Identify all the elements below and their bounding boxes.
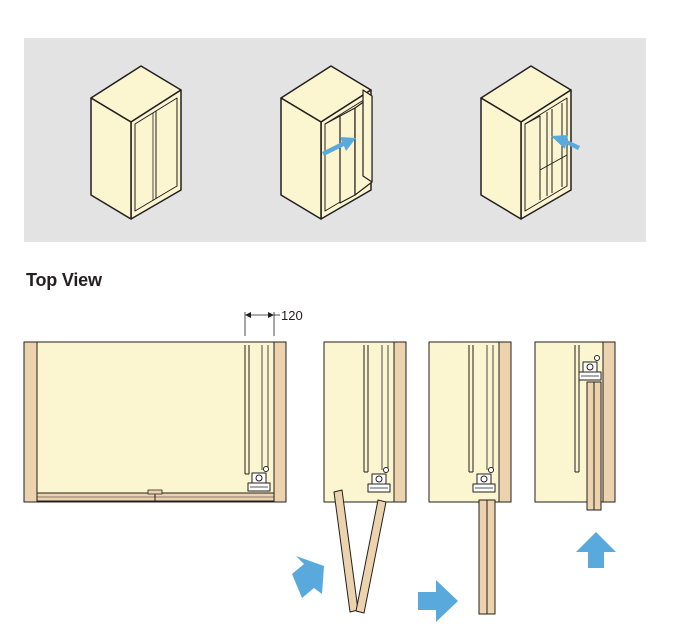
cabinet-closed-icon <box>90 65 182 220</box>
top-view-heading: Top View <box>26 270 102 290</box>
dimension-label: 120 <box>281 308 303 323</box>
cabinet-doors-folding-icon <box>280 65 373 220</box>
top-view-folding <box>323 341 407 614</box>
arrow-fold-icon <box>322 137 356 156</box>
arrow-slide-in-icon <box>551 135 580 150</box>
arrow-push-in-icon <box>576 532 616 568</box>
top-view-closed <box>23 312 287 503</box>
arrow-slide-in-icon <box>418 580 458 622</box>
cabinet-doors-retracted-icon <box>480 65 572 220</box>
top-view-retracted <box>534 341 616 511</box>
arrow-fold-icon <box>292 556 324 598</box>
top-view-folded <box>428 341 512 615</box>
